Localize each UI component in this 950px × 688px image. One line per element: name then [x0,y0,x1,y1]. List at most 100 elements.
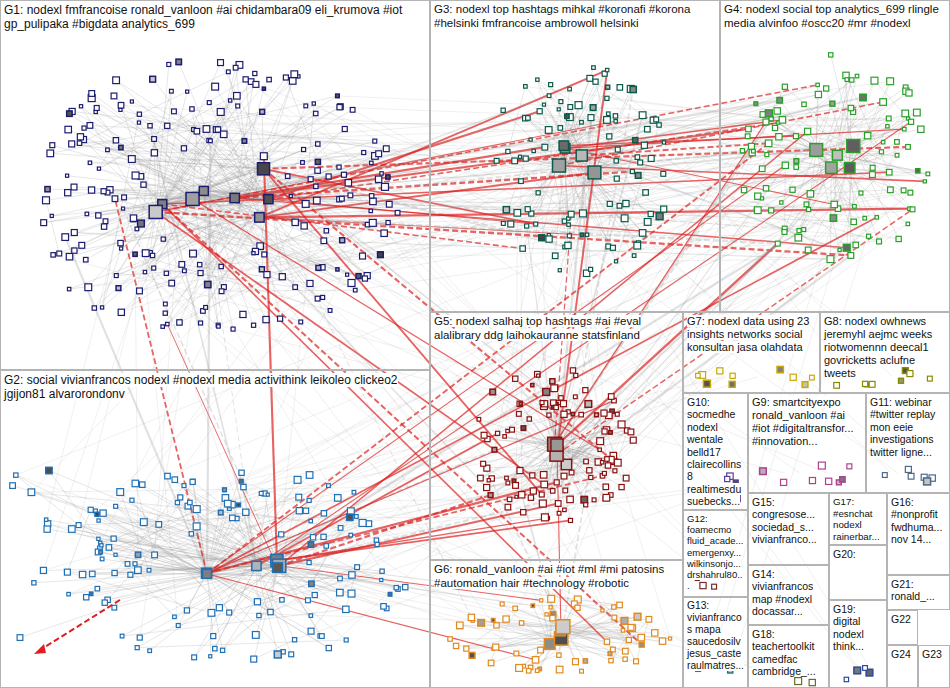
vertex [314,184,318,188]
inter-group-edge [557,70,608,455]
vertex [535,371,541,377]
vertex [135,552,140,557]
vertex [380,172,383,175]
vertex [138,220,145,227]
vertex [130,215,136,221]
inter-group-edge [243,377,724,487]
vertex [802,102,806,106]
inter-group-edge [619,153,752,206]
vertex [661,206,667,212]
vertex [661,171,666,176]
vertex [501,108,505,112]
vertex [619,485,624,490]
vertex [589,475,593,479]
vertex [754,207,761,214]
vertex [252,248,258,254]
vertex [79,571,85,577]
vertex [906,145,911,150]
graph-edge [99,140,116,168]
graph-edge [207,574,311,631]
inter-group-edge [548,518,636,661]
vertex [141,182,146,187]
vertex [348,279,355,286]
vertex [327,484,331,488]
vertex [279,274,285,280]
vertex [224,500,231,507]
graph-edge [215,87,263,169]
vertex [362,151,366,155]
inter-group-edge [229,613,473,621]
graph-edge [873,118,889,167]
vertex [506,481,510,485]
vertex [303,508,308,513]
vertex [212,83,219,90]
vertex [520,246,525,251]
vertex [830,101,835,106]
graph-edge [207,574,329,648]
vertex [557,511,561,515]
vertex [344,638,348,642]
graph-edge [120,492,206,573]
vertex [253,81,259,87]
inter-group-edge [191,478,626,534]
vertex [203,126,210,133]
vertex [560,401,566,407]
vertex [239,470,244,475]
vertex [373,139,377,143]
vertex [95,586,99,590]
vertex [630,169,634,173]
vertex [302,147,306,151]
edge-layer [13,55,928,671]
vertex [67,287,70,290]
vertex [607,112,611,116]
vertex [113,77,120,84]
inter-group-edge [142,241,324,485]
vertex [349,572,355,578]
vertex [574,373,578,377]
vertex [316,142,320,146]
inter-group-edge [16,165,786,475]
vertex [370,198,377,205]
vertex [312,592,317,597]
vertex [177,320,182,325]
vertex [553,159,566,172]
vertex [128,572,133,577]
vertex [518,155,521,158]
vertex [312,102,315,105]
graph-edge [279,566,398,589]
vertex [89,91,95,97]
vertex [217,325,220,328]
vertex [95,512,99,516]
vertex [870,172,876,178]
graph-edge [67,572,211,613]
graph-edge [611,619,649,660]
vertex [260,109,265,114]
vertex [542,103,545,106]
vertex [307,280,313,286]
vertex [901,188,906,193]
graph-edge [550,644,636,661]
vertex [179,262,185,268]
inter-group-edge [208,155,897,284]
inter-group-edge [156,212,545,485]
vertex [386,201,392,207]
vertex [116,286,121,291]
vertex [199,186,208,195]
vertex [172,109,177,114]
vertex [886,125,889,128]
vertex [607,134,612,139]
vertex [848,253,854,259]
vertex [877,239,882,244]
vertex [543,388,550,395]
vertex [112,605,117,610]
inter-group-edge [162,204,522,248]
vertex [324,229,328,233]
vertex [643,190,649,196]
vertex [10,483,16,489]
vertex [167,62,171,66]
graph-edge [102,559,207,574]
graph-edge [809,210,847,248]
graph-edge [121,204,163,243]
vertex [161,325,164,328]
graph-edge [108,193,134,219]
